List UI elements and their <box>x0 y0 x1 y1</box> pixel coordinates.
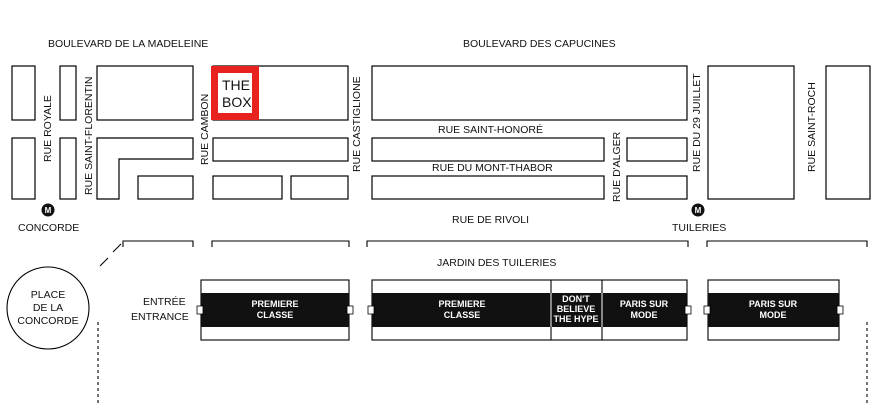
city-block <box>290 175 349 200</box>
the-box-logo-line2: BOX <box>222 94 252 110</box>
city-block <box>626 137 688 162</box>
the-box-logo-panel <box>218 73 252 113</box>
city-block <box>825 65 871 200</box>
street-label-rue-saint-roch: RUE SAINT-ROCH <box>806 82 818 172</box>
venue-label-line1: PREMIERE <box>251 299 298 309</box>
pavilion-door <box>196 305 204 315</box>
garden-edge-bracket <box>211 240 350 247</box>
venue-label-line2: CLASSE <box>257 310 294 320</box>
street-label-rue-de-rivoli: RUE DE RIVOLI <box>452 214 529 226</box>
venue-band-paris-sur-mode <box>708 293 839 327</box>
venue-label-line2: MODE <box>631 310 658 320</box>
garden-gate-line <box>99 257 109 267</box>
pavilion-door <box>367 305 375 315</box>
city-block <box>707 65 795 200</box>
place-de-la-concorde: PLACE DE LA CONCORDE <box>6 266 90 350</box>
place-concorde-circle <box>6 266 90 350</box>
street-label-boulevard-madeleine: BOULEVARD DE LA MADELEINE <box>48 38 208 50</box>
venue-pavilion-2: PREMIERE CLASSE DON'T BELIEVE THE HYPE P… <box>367 279 692 341</box>
venue-label-line1: PARIS SUR <box>620 299 669 309</box>
garden-edge-bracket <box>366 240 689 247</box>
place-concorde-line2: DE LA <box>33 302 63 314</box>
venue-pavilion-1: PREMIERE CLASSE <box>196 279 354 341</box>
city-block <box>212 175 283 200</box>
metro-icon-letter: M <box>695 206 702 215</box>
city-block <box>11 65 36 121</box>
city-block <box>11 137 36 200</box>
the-box-venue-marker: THE BOX <box>211 66 259 120</box>
garden-edge-bracket <box>706 240 868 247</box>
city-block <box>212 137 349 162</box>
city-block <box>371 65 688 121</box>
venue-label-line2: MODE <box>760 310 787 320</box>
place-concorde-line3: CONCORDE <box>17 315 78 327</box>
city-block <box>96 137 194 200</box>
city-block <box>59 65 77 121</box>
place-concorde-line1: PLACE <box>31 289 65 301</box>
garden-edge-bracket <box>122 240 194 247</box>
city-block <box>371 137 605 162</box>
city-block <box>96 65 194 121</box>
city-block <box>59 137 77 200</box>
metro-label-concorde: CONCORDE <box>18 222 79 234</box>
street-label-rue-castiglione: RUE CASTIGLIONE <box>351 76 363 172</box>
entrance-label-line2: ENTRANCE <box>131 311 189 323</box>
city-block <box>137 175 194 200</box>
metro-station-tuileries: M TUILERIES <box>672 203 726 234</box>
city-block <box>371 175 605 200</box>
the-box-logo-line1: THE <box>222 77 250 93</box>
venue-label-line1: PARIS SUR <box>749 299 798 309</box>
pavilion-door <box>346 305 354 315</box>
pavilion-door <box>684 305 692 315</box>
metro-icon-letter: M <box>45 206 52 215</box>
metro-icon <box>41 203 55 217</box>
venue-band-premiere-classe <box>201 293 349 327</box>
area-label-jardin-des-tuileries: JARDIN DES TUILERIES <box>437 257 556 269</box>
metro-station-concorde: M CONCORDE <box>18 203 79 234</box>
city-block <box>626 175 688 200</box>
venue-label-line1: PREMIERE <box>438 299 485 309</box>
street-label-rue-saint-honore: RUE SAINT-HONORÉ <box>438 123 543 136</box>
street-label-rue-29-juillet: RUE DU 29 JUILLET <box>691 73 703 172</box>
metro-icon <box>691 203 705 217</box>
entrance-label-line1: ENTRÉE <box>143 295 186 308</box>
street-label-boulevard-capucines: BOULEVARD DES CAPUCINES <box>463 38 616 50</box>
venue-label-line2: CLASSE <box>444 310 481 320</box>
garden-gate-line <box>112 243 122 253</box>
venue-label-line2: BELIEVE <box>557 304 596 314</box>
venue-label-line1: DON'T <box>562 294 590 304</box>
street-label-rue-cambon: RUE CAMBON <box>199 94 211 165</box>
venue-band <box>372 293 687 327</box>
metro-label-tuileries: TUILERIES <box>672 222 726 234</box>
pavilion-door <box>703 305 711 315</box>
venue-label-line3: THE HYPE <box>553 314 598 324</box>
street-label-rue-saint-florentin: RUE SAINT-FLORENTIN <box>83 77 95 195</box>
pavilion-door <box>836 305 844 315</box>
street-label-rue-mont-thabor: RUE DU MONT-THABOR <box>432 162 553 174</box>
street-label-rue-royale: RUE ROYALE <box>42 95 54 162</box>
venue-pavilion-3: PARIS SUR MODE <box>703 279 844 341</box>
street-label-rue-alger: RUE D'ALGER <box>611 131 623 202</box>
